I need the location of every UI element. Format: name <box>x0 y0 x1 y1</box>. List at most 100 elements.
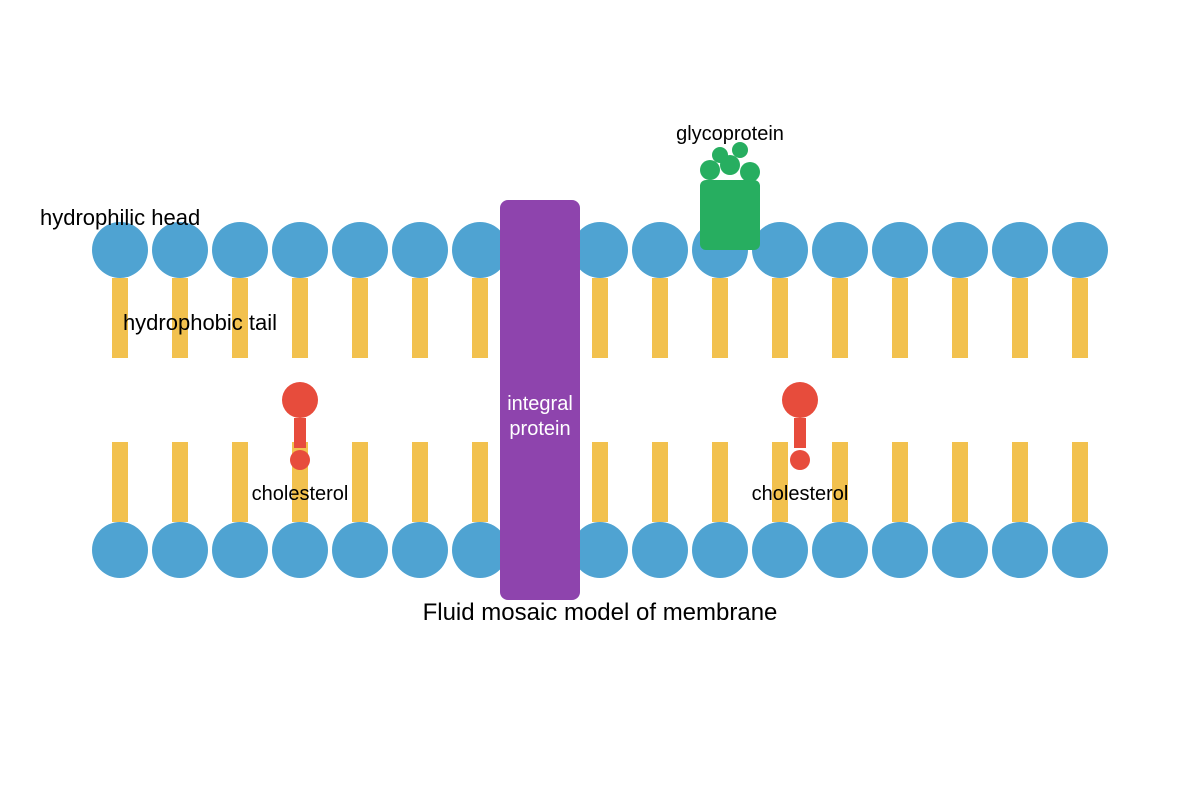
hydrophobic-tail <box>112 442 128 522</box>
cholesterol-label-left: cholesterol <box>252 483 349 505</box>
phospholipid <box>632 442 688 578</box>
hydrophilic-head <box>452 522 508 578</box>
phospholipid <box>332 222 388 358</box>
hydrophilic-head <box>812 222 868 278</box>
hydrophilic-head <box>752 222 808 278</box>
phospholipid <box>872 222 928 358</box>
hydrophilic-head <box>272 522 328 578</box>
integral-protein-label-line2: protein <box>509 418 570 440</box>
phospholipid <box>272 222 328 358</box>
hydrophilic-head <box>572 222 628 278</box>
hydrophobic-tail <box>1072 278 1088 358</box>
hydrophilic-head <box>452 222 508 278</box>
hydrophilic-head <box>392 222 448 278</box>
phospholipid <box>452 222 508 358</box>
cholesterol-label-right: cholesterol <box>752 483 849 505</box>
hydrophilic-head <box>812 522 868 578</box>
sugar-chain-bead <box>732 142 748 158</box>
phospholipid <box>212 222 268 358</box>
phospholipid <box>692 442 748 578</box>
cholesterol-left <box>282 382 318 470</box>
phospholipid <box>392 442 448 578</box>
hydrophobic-tail <box>1072 442 1088 522</box>
integral-protein <box>500 200 580 600</box>
phospholipid <box>812 442 868 578</box>
hydrophilic-head <box>632 522 688 578</box>
glycoprotein-body <box>700 180 760 250</box>
phospholipid <box>92 442 148 578</box>
hydrophilic-head <box>992 522 1048 578</box>
phospholipid <box>632 222 688 358</box>
hydrophobic-tail <box>352 442 368 522</box>
diagram-title: Fluid mosaic model of membrane <box>423 599 778 626</box>
sugar-chain-bead <box>700 160 720 180</box>
hydrophilic-head <box>1052 222 1108 278</box>
hydrophobic-tail <box>592 278 608 358</box>
phospholipid <box>992 222 1048 358</box>
cholesterol-body <box>794 418 806 448</box>
hydrophilic-head <box>752 522 808 578</box>
phospholipid <box>152 442 208 578</box>
hydrophobic-tail <box>892 278 908 358</box>
hydrophobic-tail <box>712 442 728 522</box>
sugar-chain-bead <box>712 147 728 163</box>
hydrophobic-tail <box>652 278 668 358</box>
hydrophilic-head <box>872 522 928 578</box>
hydrophobic-tail <box>112 278 128 358</box>
phospholipid <box>392 222 448 358</box>
hydrophilic-head <box>632 222 688 278</box>
hydrophobic-tail <box>652 442 668 522</box>
hydrophilic-head <box>932 522 988 578</box>
phospholipid <box>872 442 928 578</box>
cholesterol-head <box>282 382 318 418</box>
cholesterol-right <box>782 382 818 470</box>
phospholipid <box>332 442 388 578</box>
hydrophilic-head <box>572 522 628 578</box>
hydrophobic-tail <box>772 442 788 522</box>
hydrophilic-head <box>272 222 328 278</box>
upper-leaflet <box>92 222 1108 358</box>
hydrophobic-tail <box>352 278 368 358</box>
hydrophilic-head <box>932 222 988 278</box>
hydrophobic-tail <box>172 278 188 358</box>
phospholipid <box>812 222 868 358</box>
sugar-chain-bead <box>740 162 760 182</box>
hydrophilic-head <box>872 222 928 278</box>
hydrophilic-head <box>392 522 448 578</box>
phospholipid <box>932 442 988 578</box>
phospholipid <box>452 442 508 578</box>
hydrophobic-tail <box>832 278 848 358</box>
hydrophobic-tail <box>592 442 608 522</box>
hydrophilic-head <box>152 522 208 578</box>
phospholipid <box>752 222 808 358</box>
hydrophobic-tail <box>832 442 848 522</box>
hydrophilic-head <box>152 222 208 278</box>
hydrophobic-tail <box>1012 278 1028 358</box>
phospholipid <box>572 442 628 578</box>
hydrophobic-tail <box>472 278 488 358</box>
phospholipid <box>1052 442 1108 578</box>
hydrophilic-head <box>992 222 1048 278</box>
hydrophilic-head <box>212 522 268 578</box>
phospholipid <box>932 222 988 358</box>
hydrophilic-head <box>692 522 748 578</box>
hydrophobic-tail <box>292 278 308 358</box>
glycoprotein-label: glycoprotein <box>676 123 784 145</box>
hydrophobic-tail <box>232 278 248 358</box>
hydrophobic-tail <box>472 442 488 522</box>
hydrophilic-head <box>1052 522 1108 578</box>
phospholipid <box>992 442 1048 578</box>
integral-protein-label-line1: integral <box>507 393 573 415</box>
hydrophobic-tail <box>172 442 188 522</box>
phospholipid <box>92 222 148 358</box>
hydrophobic-tail <box>712 278 728 358</box>
hydrophilic-head <box>332 522 388 578</box>
hydrophobic-tail <box>1012 442 1028 522</box>
lower-leaflet <box>92 442 1108 578</box>
glycoprotein <box>700 142 760 250</box>
phospholipid <box>752 442 808 578</box>
cholesterol-body <box>294 418 306 448</box>
hydrophobic-tail <box>412 442 428 522</box>
hydrophilic-head-label: hydrophilic head <box>40 205 200 230</box>
